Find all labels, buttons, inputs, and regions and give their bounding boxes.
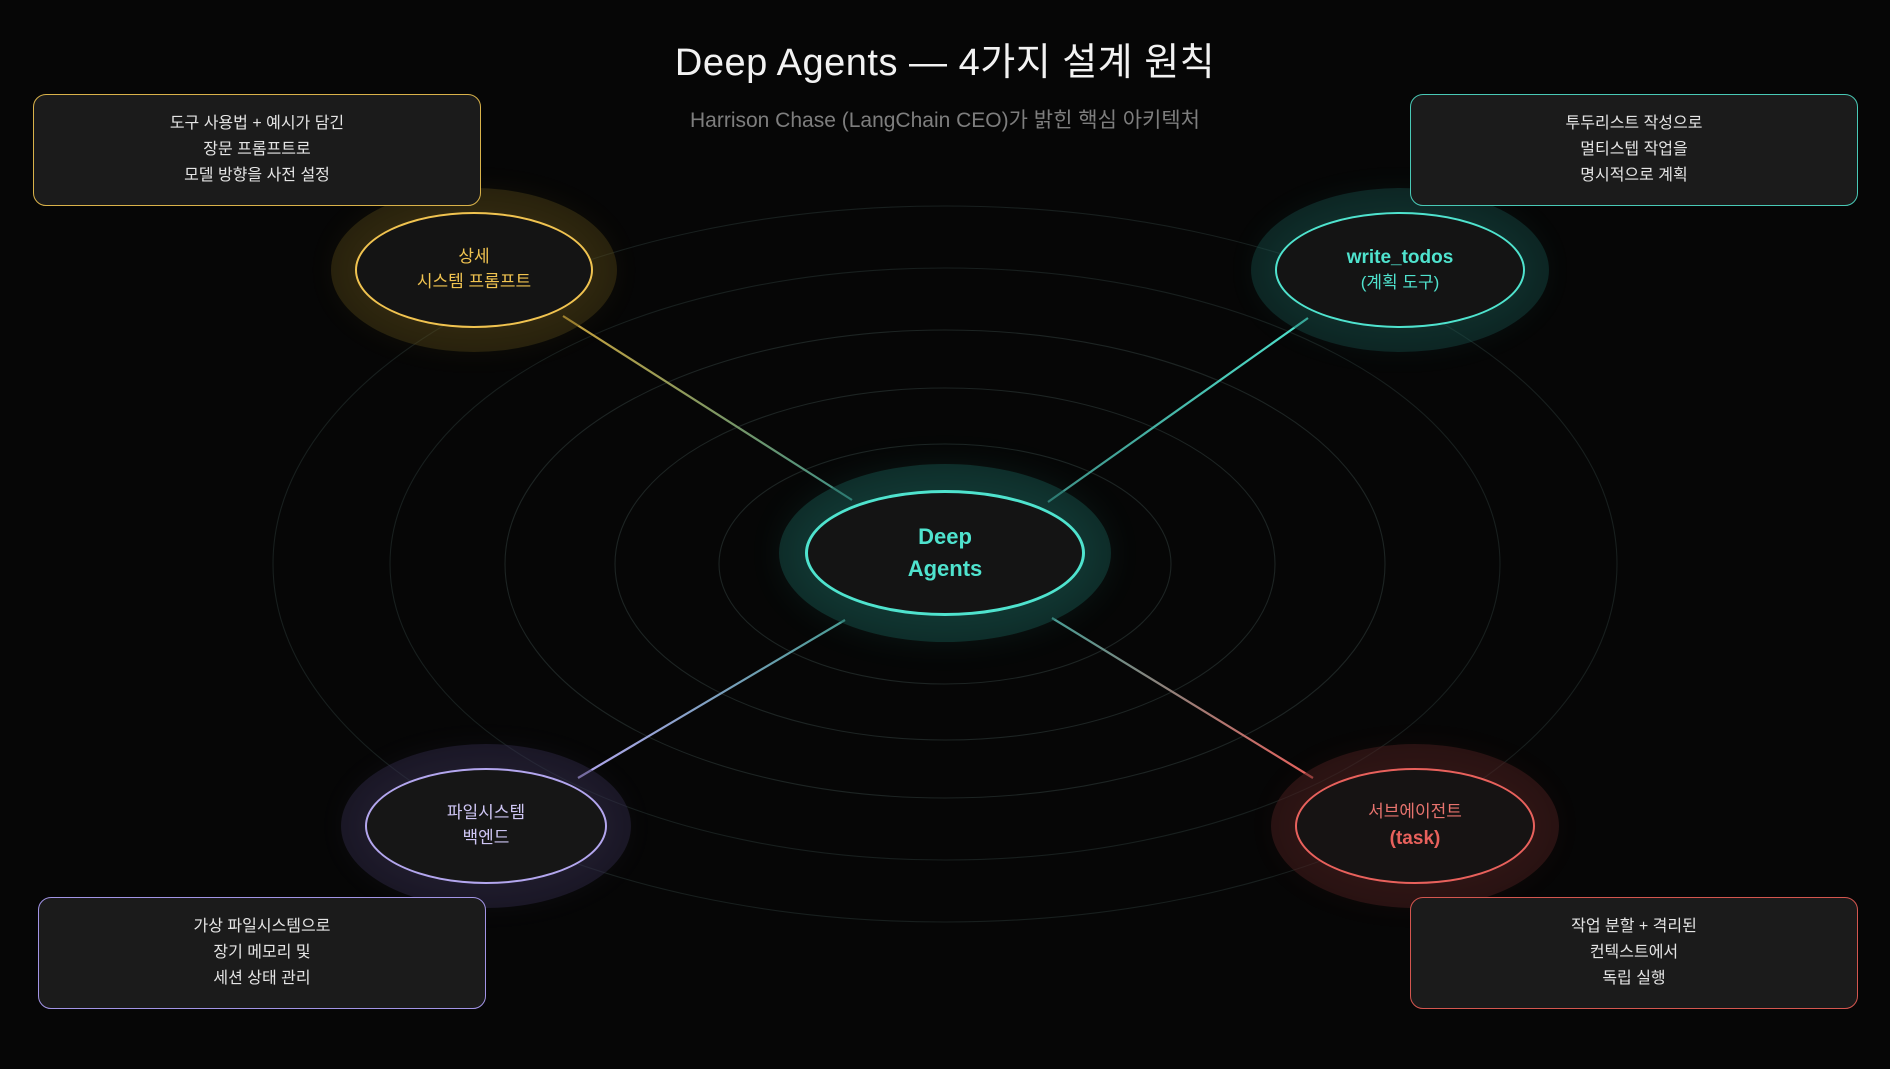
node-write-todos-line1: write_todos [1346,246,1454,268]
callout-write-todos-line3: 명시적으로 계획 [1580,166,1688,184]
callout-system-prompt-line2: 장문 프롬프트로 [203,141,311,159]
node-write-todos-line2: (계획 도구) [1360,273,1440,293]
node-deep-agents[interactable]: Deep Agents [805,490,1085,616]
node-filesystem[interactable]: 파일시스템 백엔드 [365,768,607,884]
callout-system-prompt-line1: 도구 사용법 + 예시가 담긴 [169,115,345,133]
callout-write-todos-line2: 멀티스텝 작업을 [1580,141,1688,159]
node-system-prompt-line2: 시스템 프롬프트 [416,272,532,291]
node-system-prompt-line1: 상세 [458,247,490,267]
page-subtitle: Harrison Chase (LangChain CEO)가 밝힌 핵심 아키… [689,108,1201,132]
callout-system-prompt-line3: 모델 방향을 사전 설정 [184,166,330,184]
callout-filesystem-line2: 장기 메모리 및 [213,944,311,962]
edge-filesystem [577,619,846,779]
node-write-todos[interactable]: write_todos (계획 도구) [1275,212,1525,328]
node-subagent-line1: 서브에이전트 [1368,801,1462,821]
callout-filesystem-line3: 세션 상태 관리 [213,969,311,987]
page-header: Deep Agents — 4가지 설계 원칙 Harrison Chase (… [0,42,1890,133]
callout-subagent: 작업 분할 + 격리된 컨텍스트에서 독립 실행 [1410,897,1858,1009]
node-filesystem-line2: 백엔드 [462,828,510,847]
callout-subagent-line1: 작업 분할 + 격리된 [1571,918,1697,936]
callout-write-todos: 투두리스트 작성으로 멀티스텝 작업을 명시적으로 계획 [1410,94,1858,206]
page-title: Deep Agents — 4가지 설계 원칙 [674,42,1216,84]
node-filesystem-line1: 파일시스템 [446,803,526,823]
callout-filesystem-line1: 가상 파일시스템으로 [193,918,331,936]
callout-subagent-line3: 독립 실행 [1602,969,1666,987]
edge-system-prompt [562,315,853,501]
callout-subagent-line2: 컨텍스트에서 [1589,944,1679,962]
edge-subagent [1051,617,1314,779]
node-deep-agents-line2: Agents [907,556,983,581]
node-subagent-line2: (task) [1389,827,1441,849]
node-subagent[interactable]: 서브에이전트 (task) [1295,768,1535,884]
edge-write-todos [1047,317,1309,503]
node-system-prompt[interactable]: 상세 시스템 프롬프트 [355,212,593,328]
callout-filesystem: 가상 파일시스템으로 장기 메모리 및 세션 상태 관리 [38,897,486,1009]
callout-write-todos-line1: 투두리스트 작성으로 [1565,115,1703,133]
node-deep-agents-line1: Deep [918,524,972,550]
callout-system-prompt: 도구 사용법 + 예시가 담긴 장문 프롬프트로 모델 방향을 사전 설정 [33,94,481,206]
